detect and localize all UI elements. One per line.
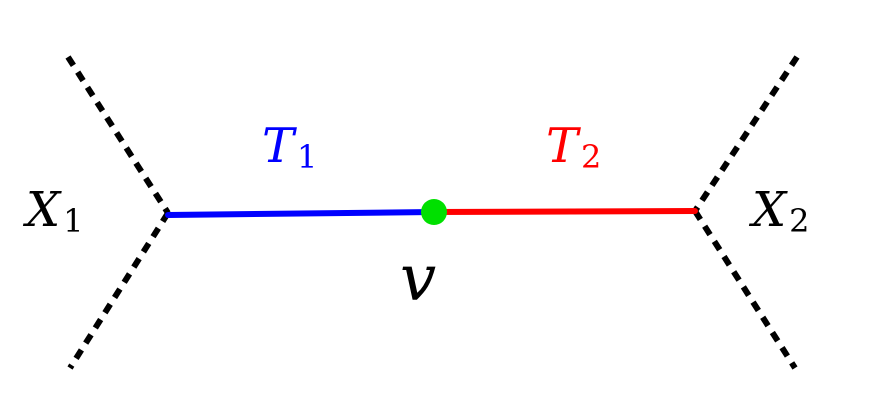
- x2-lower-dashed-branch: [692, 209, 798, 370]
- label-v: v: [400, 242, 436, 316]
- label-t1-main: T: [262, 118, 297, 174]
- label-t1: T1: [262, 118, 317, 176]
- label-x1-main: X: [22, 182, 62, 238]
- label-t2-sub: 2: [581, 138, 601, 176]
- label-x2-main: X: [748, 182, 788, 238]
- label-x2-sub: 2: [789, 202, 809, 240]
- x1-lower-dashed-branch: [67, 211, 171, 370]
- t2-edge: [431, 208, 698, 215]
- x1-upper-dashed-branch: [65, 55, 171, 215]
- vertex-v-node: [421, 199, 447, 225]
- label-x1-sub: 1: [63, 202, 83, 240]
- label-t1-sub: 1: [297, 138, 317, 176]
- t1-edge: [165, 209, 437, 218]
- label-t2: T2: [546, 118, 601, 176]
- label-x2: X2: [748, 182, 810, 240]
- x2-upper-dashed-branch: [692, 55, 800, 213]
- label-t2-main: T: [546, 118, 581, 174]
- label-x1: X1: [22, 182, 84, 240]
